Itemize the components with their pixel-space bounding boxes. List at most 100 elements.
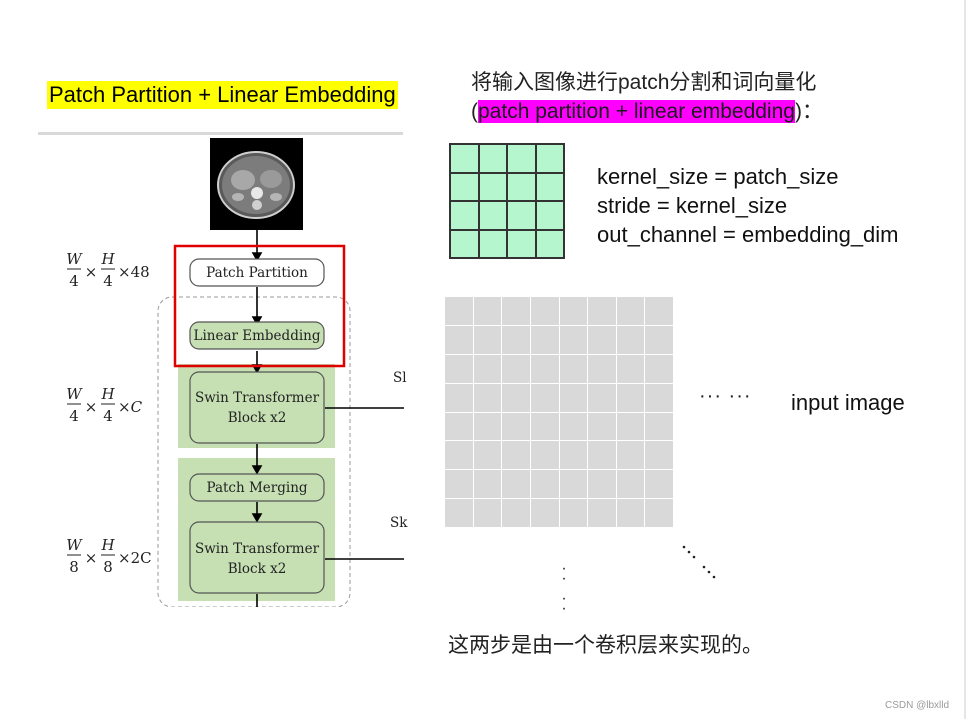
title-divider [38,132,403,135]
kernel-cell [507,172,536,201]
swin-transformer-block-1 [189,371,325,444]
input-image-cell [559,499,588,527]
vertical-ellipsis: ···· [561,560,567,617]
swin-block-1-line2: Block x2 [228,410,287,426]
input-image-cell [445,325,473,354]
svg-text:8: 8 [69,558,79,576]
svg-text:×: × [85,263,98,281]
kernel-cell [478,144,507,173]
skip-label-1: Sl [393,370,407,386]
description-highlight: patch partition + linear embedding [478,100,795,123]
param-out-channel: out_channel = embedding_dim [597,222,899,247]
svg-text:4: 4 [69,407,79,425]
input-image-cell [559,441,588,470]
input-image-cell [445,383,473,412]
input-image-cell [645,499,673,527]
input-image-cell [559,383,588,412]
input-image-cell [559,412,588,441]
description-line-2: (patch partition + linear embedding)： [471,99,823,125]
input-image-cell [645,383,673,412]
svg-text:W: W [66,385,83,403]
svg-text:W: W [66,536,83,554]
svg-text:×2C: ×2C [118,549,152,567]
input-image-cell [559,325,588,354]
input-image-cell [645,412,673,441]
input-image-label: input image [791,390,905,415]
svg-text:×48: ×48 [118,263,150,281]
input-image-cell [473,441,502,470]
kernel-cell [535,201,564,230]
input-image-cell [530,297,559,325]
input-image-cell [445,499,473,527]
svg-text:4: 4 [103,272,113,290]
input-image-cell [588,354,616,383]
input-image-cell [530,325,559,354]
input-image-cell [616,412,645,441]
svg-text:×: × [85,398,98,416]
patch-partition-label: Patch Partition [206,265,308,281]
input-image-cell [530,499,559,527]
input-image-cell [588,412,616,441]
patch-partition-block [189,258,325,287]
input-image-cell [473,325,502,354]
kernel-grid [449,143,565,259]
input-image-cell [645,325,673,354]
input-image-cell [530,412,559,441]
input-image-cell [616,297,645,325]
input-image-cell [616,499,645,527]
ct-scan-image [210,138,303,230]
input-image-cell [502,297,530,325]
input-image-cell [445,297,473,325]
dimension-label-3: W 8 × H 8 ×2C [66,536,151,576]
kernel-cell [478,172,507,201]
horizontal-ellipsis: ··· ··· [699,385,752,407]
kernel-cell [478,229,507,258]
input-image-cell [473,297,502,325]
input-image-cell [559,297,588,325]
kernel-cell [507,144,536,173]
input-image-cell [645,297,673,325]
svg-text:×C: ×C [118,398,143,416]
param-stride: stride = kernel_size [597,193,788,218]
input-image-cell [559,354,588,383]
input-image-cell [502,441,530,470]
input-image-grid [445,297,673,527]
conv-parameters: kernel_size = patch_size stride = kernel… [597,162,899,249]
watermark: CSDN @lbxlld [885,700,950,711]
dimension-label-2: W 4 × H 4 ×C [66,385,142,425]
bottom-note: 这两步是由一个卷积层来实现的。 [448,634,763,657]
patch-merging-label: Patch Merging [206,480,307,496]
kernel-cell [450,229,479,258]
linear-embedding-block [189,321,325,350]
swin-block-2-line1: Swin Transformer [195,541,320,557]
diagonal-ellipsis [682,545,716,579]
input-image-cell [530,470,559,499]
svg-text:4: 4 [103,407,113,425]
kernel-cell [535,172,564,201]
svg-text:H: H [100,385,115,403]
input-image-cell [588,441,616,470]
input-image-cell [445,441,473,470]
svg-text:8: 8 [103,558,113,576]
input-image-cell [502,354,530,383]
description-close-paren: )： [794,100,823,123]
input-image-cell [616,470,645,499]
input-image-cell [616,383,645,412]
dimension-label-1: W 4 × H 4 ×48 [66,250,149,290]
kernel-cell [450,201,479,230]
linear-embedding-label: Linear Embedding [194,328,321,344]
input-image-cell [502,325,530,354]
input-image-cell [473,383,502,412]
input-image-cell [645,354,673,383]
input-image-cell [588,297,616,325]
description-open-paren: ( [471,100,478,123]
input-image-cell [445,354,473,383]
input-image-cell [473,354,502,383]
input-image-cell [616,441,645,470]
patch-merging-block [189,473,325,502]
input-image-cell [473,470,502,499]
input-image-cell [588,383,616,412]
param-kernel-size: kernel_size = patch_size [597,164,839,189]
highlight-red-box [173,244,346,368]
